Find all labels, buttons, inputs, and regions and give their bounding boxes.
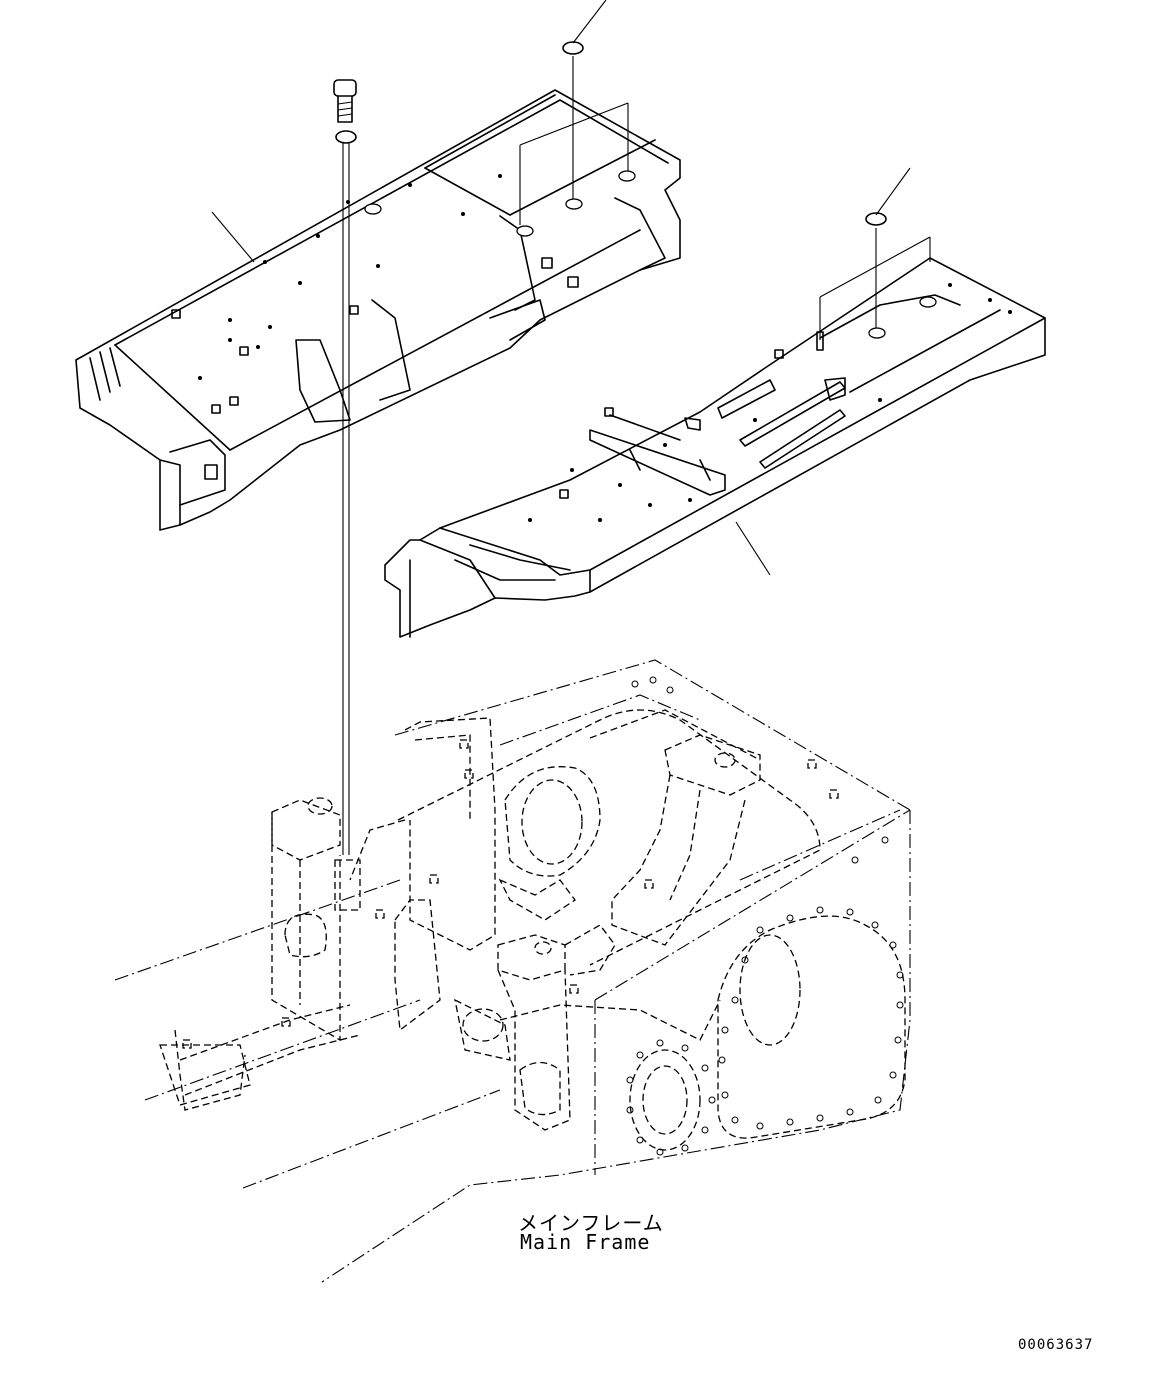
plug-cap-icon	[865, 212, 887, 226]
main-frame-label-jp: メインフレーム	[518, 1211, 664, 1235]
washer-icon	[335, 130, 357, 144]
main-frame	[114, 659, 911, 1283]
leader-lines	[211, 0, 931, 855]
bolt-icon	[333, 79, 357, 123]
plug-cap-icon	[562, 41, 584, 55]
right-cover-assembly	[384, 257, 1046, 638]
main-frame-label-en: Main Frame	[520, 1230, 651, 1254]
drawing-number: 00063637	[1018, 1337, 1094, 1353]
left-cover-assembly	[75, 89, 681, 531]
